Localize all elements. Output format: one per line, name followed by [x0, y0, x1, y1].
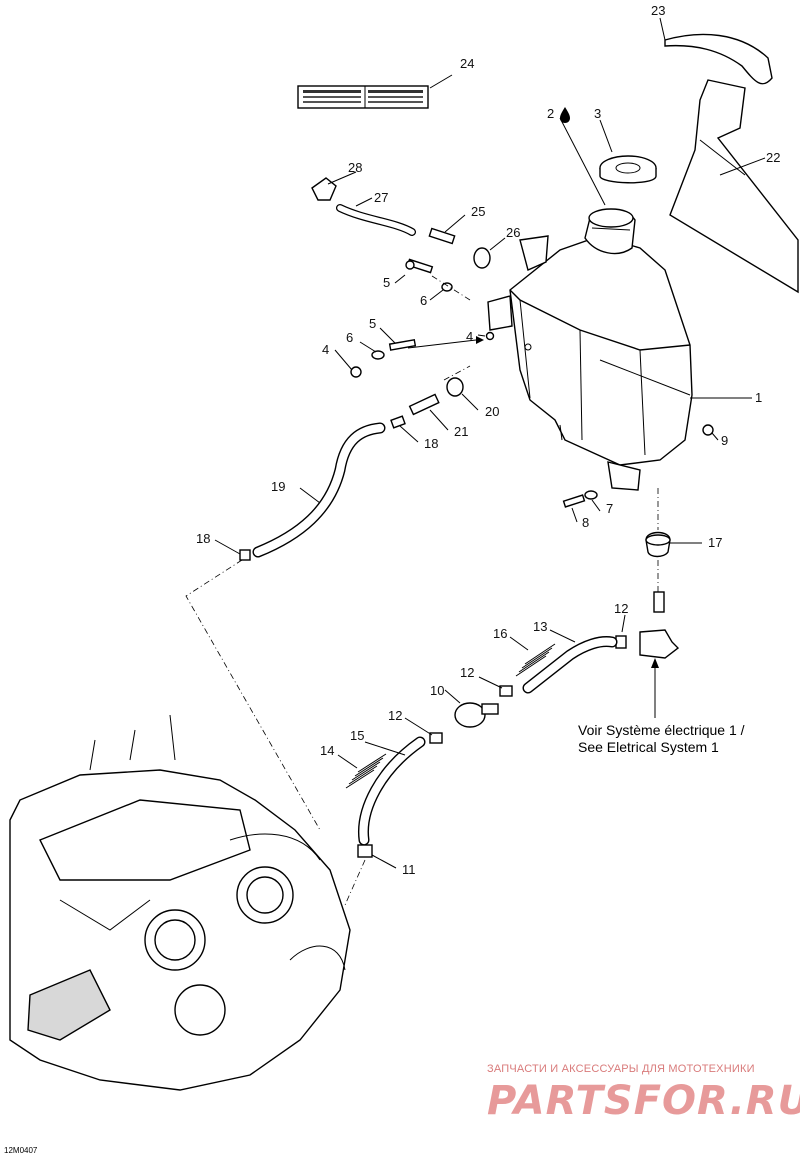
callout-4-right: 4 [466, 329, 473, 344]
callout-18-upper: 18 [424, 436, 438, 451]
callout-1: 1 [755, 390, 762, 405]
part-24-label [297, 85, 429, 109]
callout-20: 20 [485, 404, 499, 419]
callout-21: 21 [454, 424, 468, 439]
callout-7: 7 [606, 501, 613, 516]
callout-12-mid: 12 [460, 665, 474, 680]
callout-19: 19 [271, 479, 285, 494]
oil-drop-icon [560, 107, 570, 123]
leader-lines [185, 17, 766, 906]
callout-4-left: 4 [322, 342, 329, 357]
callout-16: 16 [493, 626, 507, 641]
part-3-cap [599, 155, 657, 184]
engine-assembly [9, 714, 351, 1091]
hardware [239, 177, 714, 858]
part-22-panel [669, 79, 799, 294]
reference-line-en: See Eletrical System 1 [578, 739, 719, 755]
electrical-reference-note: Voir Système électrique 1 / See Eletrica… [578, 722, 745, 756]
callout-27: 27 [374, 190, 388, 205]
callout-5-upper: 5 [383, 275, 390, 290]
callout-10: 10 [430, 683, 444, 698]
part-1-oil-tank [487, 208, 693, 491]
callout-18-lower: 18 [196, 531, 210, 546]
callout-14: 14 [320, 743, 334, 758]
callout-22: 22 [766, 150, 780, 165]
callouts: 1 2 3 4 4 5 5 6 6 7 8 9 10 11 12 12 12 1… [196, 3, 780, 877]
callout-28: 28 [348, 160, 362, 175]
callout-12-lower: 12 [388, 708, 402, 723]
callout-8: 8 [582, 515, 589, 530]
callout-15: 15 [350, 728, 364, 743]
springs [345, 643, 556, 789]
callout-17: 17 [708, 535, 722, 550]
callout-13: 13 [533, 619, 547, 634]
hoses [252, 204, 618, 846]
reference-line-fr: Voir Système électrique 1 / [578, 722, 745, 738]
callout-2: 2 [547, 106, 554, 121]
callout-26: 26 [506, 225, 520, 240]
callout-23: 23 [651, 3, 665, 18]
diagram-code: 12M0407 [4, 1146, 38, 1155]
part-23-strip [664, 33, 773, 85]
callout-6-left: 6 [346, 330, 353, 345]
callout-9: 9 [721, 433, 728, 448]
callout-6-upper: 6 [420, 293, 427, 308]
callout-25: 25 [471, 204, 485, 219]
callout-5-left: 5 [369, 316, 376, 331]
watermark-logo: PARTSFOR.RU [487, 1078, 800, 1124]
callout-11: 11 [402, 862, 416, 877]
callout-12-upper: 12 [614, 601, 628, 616]
callout-3: 3 [594, 106, 601, 121]
callout-24: 24 [460, 56, 474, 71]
watermark-tagline: ЗАПЧАСТИ И АКСЕССУАРЫ ДЛЯ МОТОТЕХНИКИ [487, 1063, 755, 1075]
